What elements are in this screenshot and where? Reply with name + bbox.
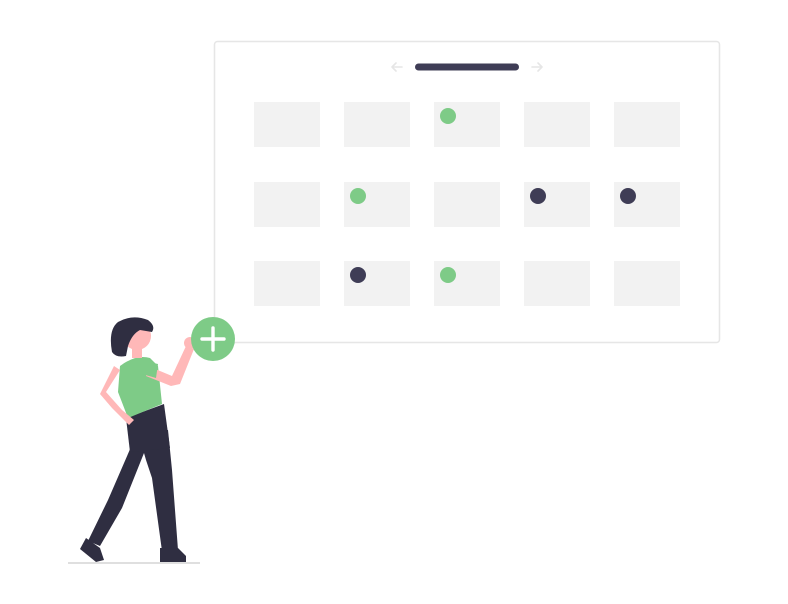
- month-title-bar: [415, 63, 519, 71]
- plus-icon: [200, 326, 226, 352]
- calendar-day-cell[interactable]: [344, 102, 410, 147]
- calendar-day-cell[interactable]: [614, 261, 680, 306]
- calendar-day-cell[interactable]: [434, 102, 500, 147]
- calendar-day-cell[interactable]: [434, 261, 500, 306]
- front-leg: [138, 430, 178, 551]
- calendar-day-cell[interactable]: [254, 182, 320, 227]
- event-dot-green: [440, 267, 456, 283]
- arrow-right-icon[interactable]: [531, 62, 543, 72]
- front-shoe: [160, 548, 186, 562]
- event-dot-dark: [530, 188, 546, 204]
- event-dot-dark: [350, 267, 366, 283]
- person-figure: [68, 317, 200, 564]
- calendar-day-cell[interactable]: [344, 182, 410, 227]
- calendar-day-cell[interactable]: [254, 102, 320, 147]
- arrow-left-icon[interactable]: [391, 62, 403, 72]
- calendar-day-cell[interactable]: [614, 102, 680, 147]
- raised-arm: [146, 346, 194, 386]
- calendar-grid: [254, 102, 680, 306]
- calendar-day-cell[interactable]: [254, 261, 320, 306]
- back-arm: [100, 366, 134, 425]
- calendar-day-cell[interactable]: [524, 261, 590, 306]
- event-dot-dark: [620, 188, 636, 204]
- back-shoe: [80, 538, 104, 562]
- hips: [126, 404, 170, 452]
- calendar-day-cell[interactable]: [614, 182, 680, 227]
- calendar-day-cell[interactable]: [434, 182, 500, 227]
- back-leg: [88, 438, 150, 546]
- calendar-day-cell[interactable]: [344, 261, 410, 306]
- calendar-day-cell[interactable]: [524, 182, 590, 227]
- add-button[interactable]: [191, 317, 235, 361]
- hair: [110, 317, 154, 357]
- sleeve: [140, 360, 158, 378]
- neck: [132, 346, 142, 358]
- calendar-day-cell[interactable]: [524, 102, 590, 147]
- event-dot-green: [350, 188, 366, 204]
- event-dot-green: [440, 108, 456, 124]
